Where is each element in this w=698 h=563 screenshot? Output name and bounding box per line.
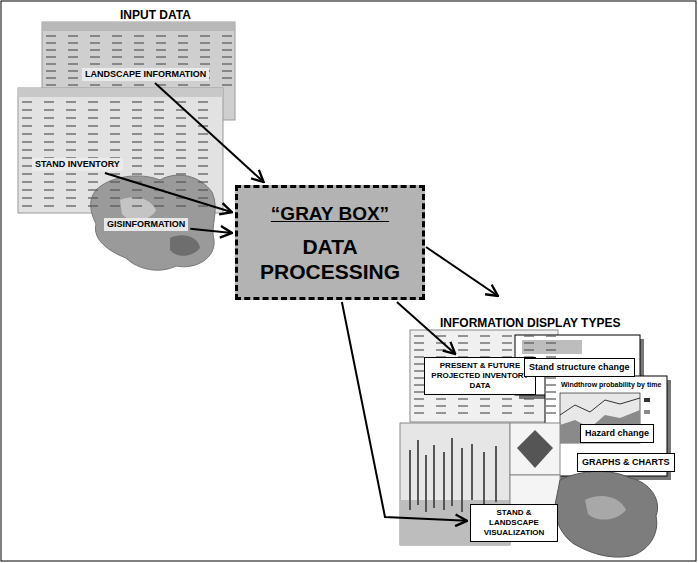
landscape-map bbox=[555, 471, 658, 557]
thumbnail bbox=[510, 423, 560, 475]
chart-bar bbox=[522, 340, 582, 354]
output-label: PRESENT & FUTURE PROJECTED INVENTORY DAT… bbox=[424, 357, 536, 395]
chart-label: Hazard change bbox=[580, 424, 654, 443]
map-patch bbox=[585, 496, 626, 520]
output-label: STAND & LANDSCAPE VISUALIZATION bbox=[470, 504, 558, 542]
arrow bbox=[426, 247, 498, 296]
section-heading: INPUT DATA bbox=[120, 8, 191, 22]
node-text: Stand structure change bbox=[529, 362, 630, 373]
legend-square bbox=[644, 410, 650, 414]
thumbnail bbox=[510, 475, 560, 505]
arrow-connector bbox=[342, 302, 467, 521]
gis-map bbox=[91, 175, 215, 270]
arrow-connector bbox=[155, 83, 264, 182]
arrow-connector bbox=[105, 173, 232, 212]
thumbnail-shape bbox=[517, 430, 553, 468]
group-label: GRAPHS & CHARTS bbox=[577, 453, 675, 472]
legend-square bbox=[644, 398, 650, 402]
map-patch bbox=[120, 197, 156, 220]
node-text: LANDSCAPE INFORMATION bbox=[85, 69, 206, 80]
process-box: “GRAY BOX” DATA PROCESSING bbox=[235, 185, 425, 300]
chart-label: Stand structure change bbox=[524, 358, 635, 377]
node-text: Hazard change bbox=[585, 428, 649, 439]
input-label: STAND INVENTORY bbox=[32, 158, 123, 171]
node-text: STAND & LANDSCAPE VISUALIZATION bbox=[475, 508, 553, 538]
node-text: “GRAY BOX” bbox=[271, 202, 389, 226]
chart-line bbox=[560, 398, 640, 415]
arrow-connector bbox=[190, 229, 232, 233]
table-figures bbox=[22, 36, 556, 413]
section-heading: INFORMATION DISPLAY TYPES bbox=[440, 316, 620, 330]
node-text: DATA PROCESSING bbox=[258, 234, 402, 284]
chart-title: Windthrow probability by time bbox=[560, 381, 662, 389]
node-text: PRESENT & FUTURE PROJECTED INVENTORY DAT… bbox=[429, 361, 531, 391]
map-patch bbox=[170, 235, 200, 256]
trees bbox=[410, 438, 496, 512]
node-text: STAND INVENTORY bbox=[35, 159, 120, 170]
input-label: LANDSCAPE INFORMATION bbox=[82, 68, 209, 81]
input-label: GISINFORMATION bbox=[104, 218, 188, 231]
node-text: GRAPHS & CHARTS bbox=[582, 457, 670, 468]
node-text: GISINFORMATION bbox=[107, 219, 185, 230]
table-header bbox=[18, 88, 223, 97]
table-header bbox=[42, 22, 235, 31]
